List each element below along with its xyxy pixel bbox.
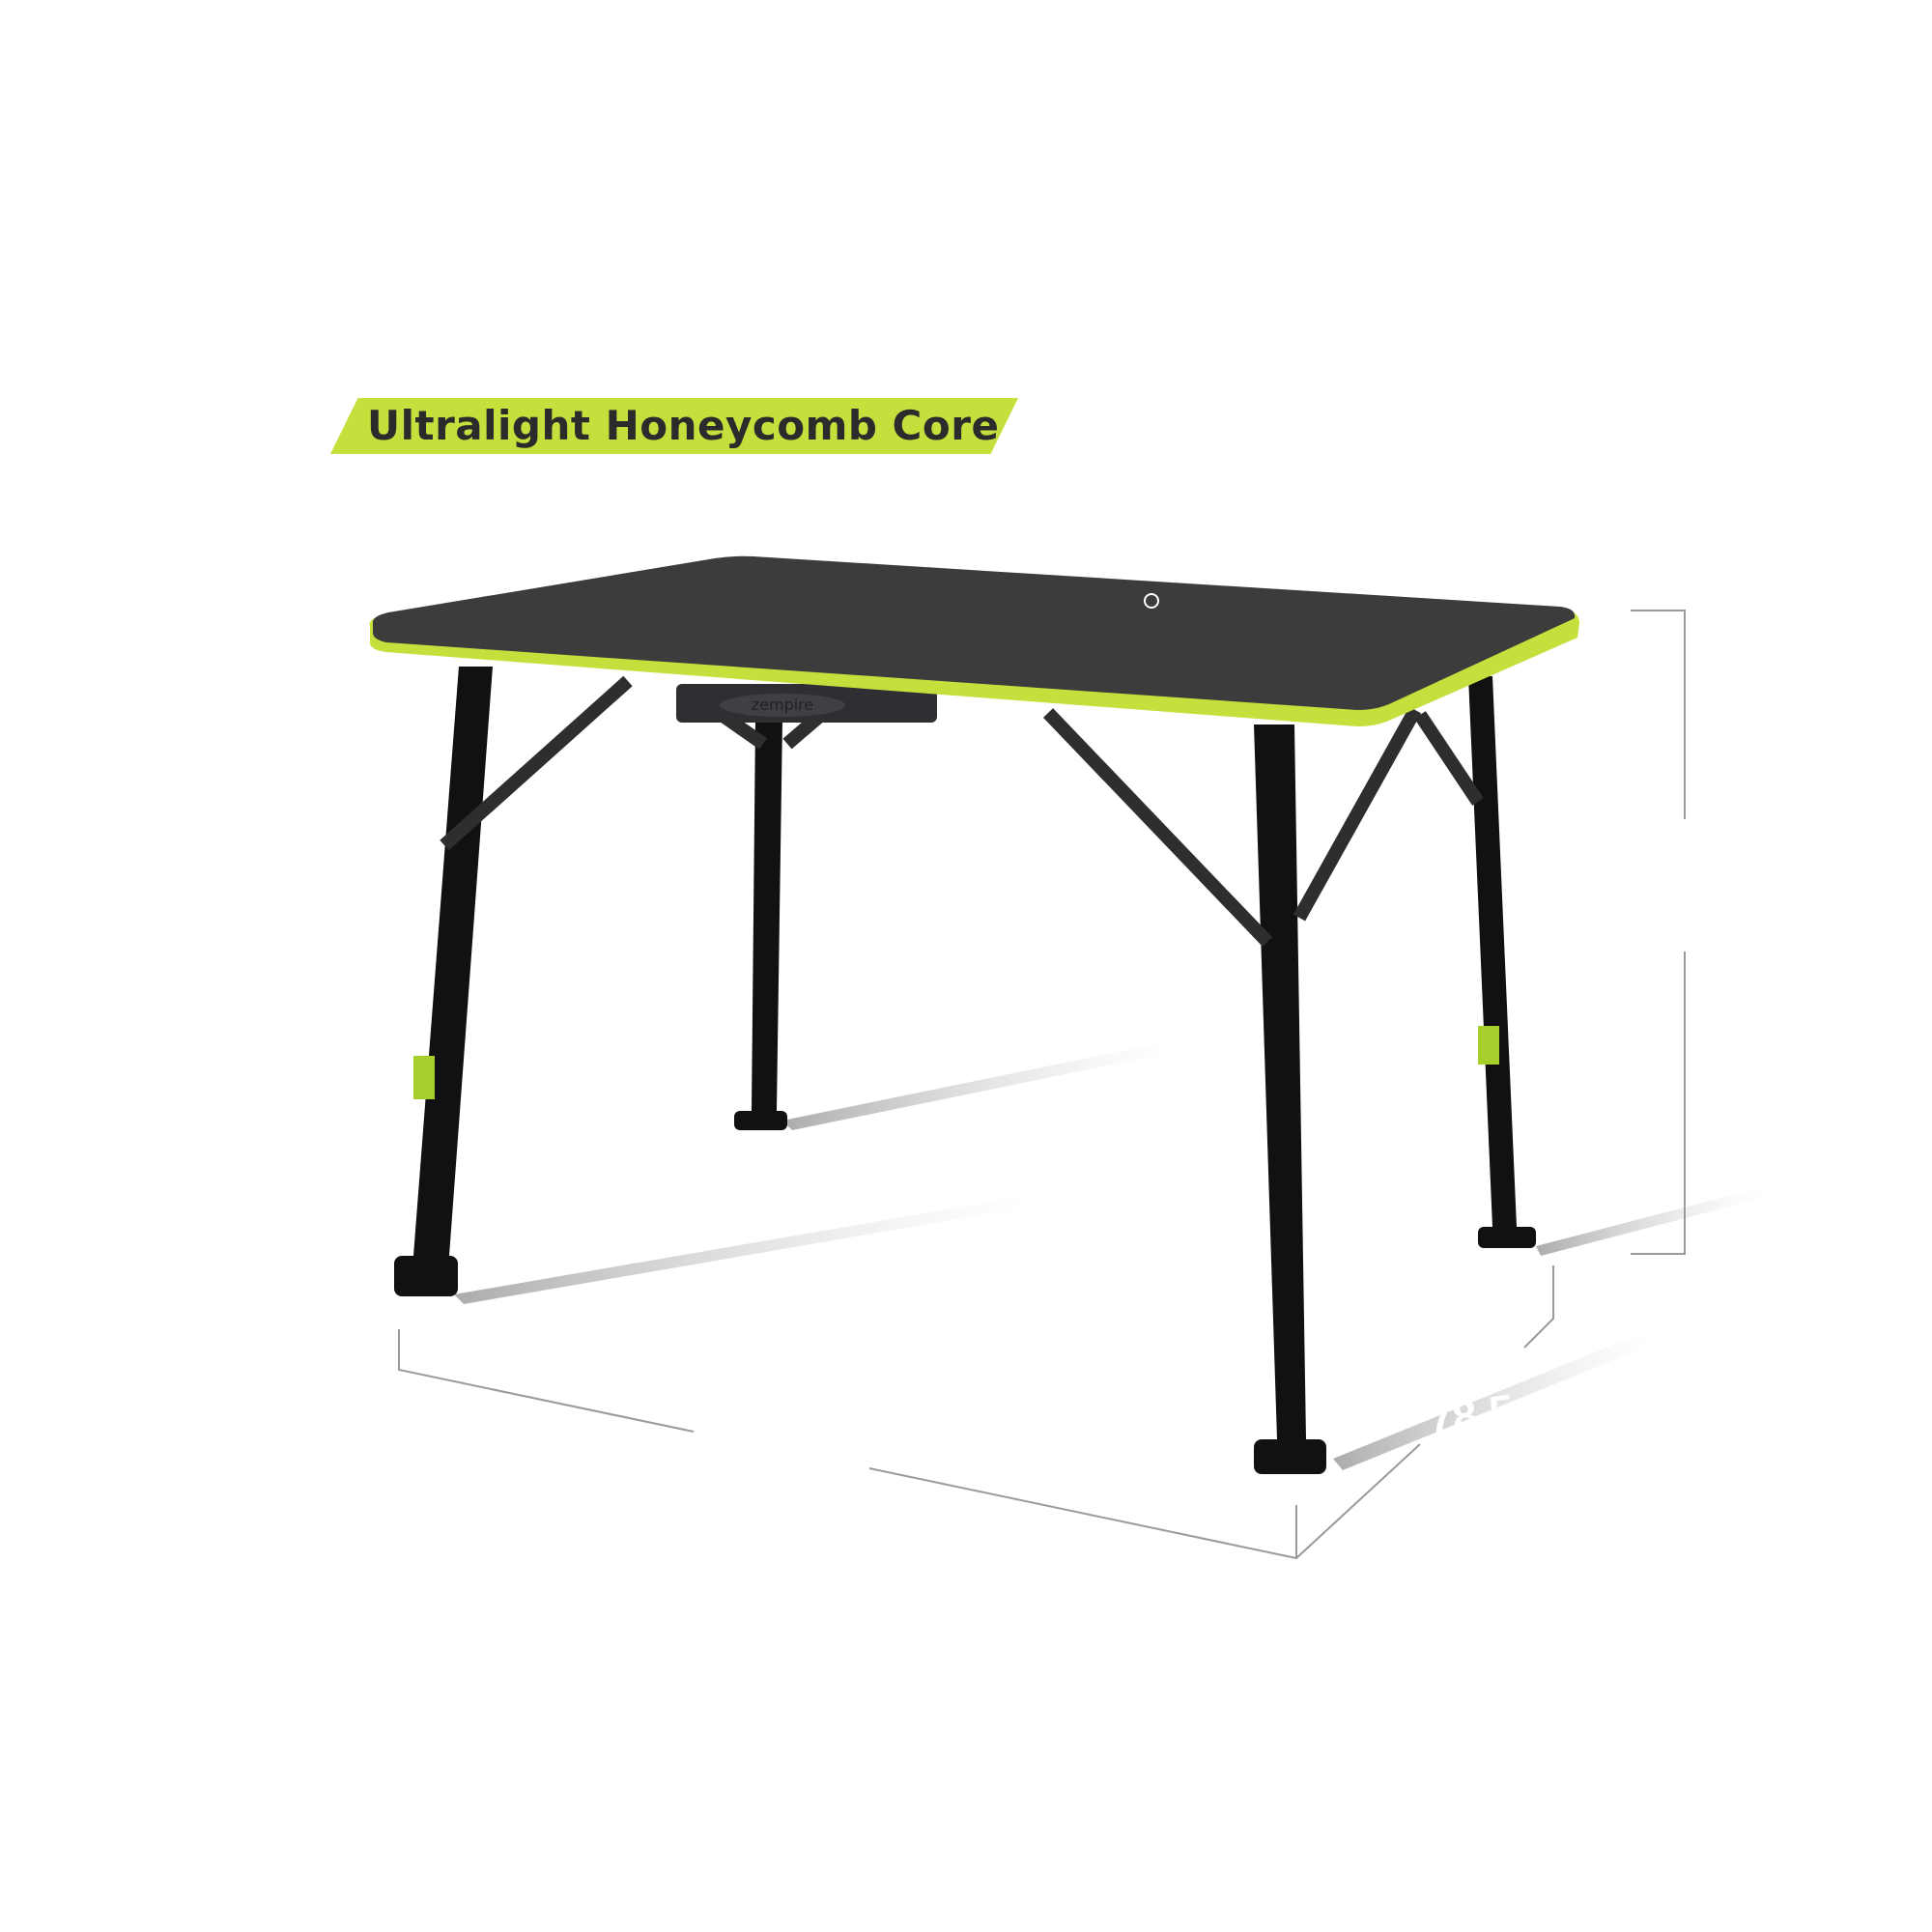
brand-bracket: zempire <box>676 684 937 723</box>
feature-label: Ultralight Honeycomb Core <box>367 402 1000 449</box>
tabletop <box>369 555 1580 726</box>
badge-background <box>330 398 1018 454</box>
dimension-lines <box>398 610 1686 1560</box>
brand-logo: zempire <box>752 696 814 714</box>
feature-badge: Ultralight Honeycomb Core <box>330 398 1018 454</box>
floor-shadows <box>454 1043 1763 1470</box>
table-legs <box>394 667 1536 1474</box>
